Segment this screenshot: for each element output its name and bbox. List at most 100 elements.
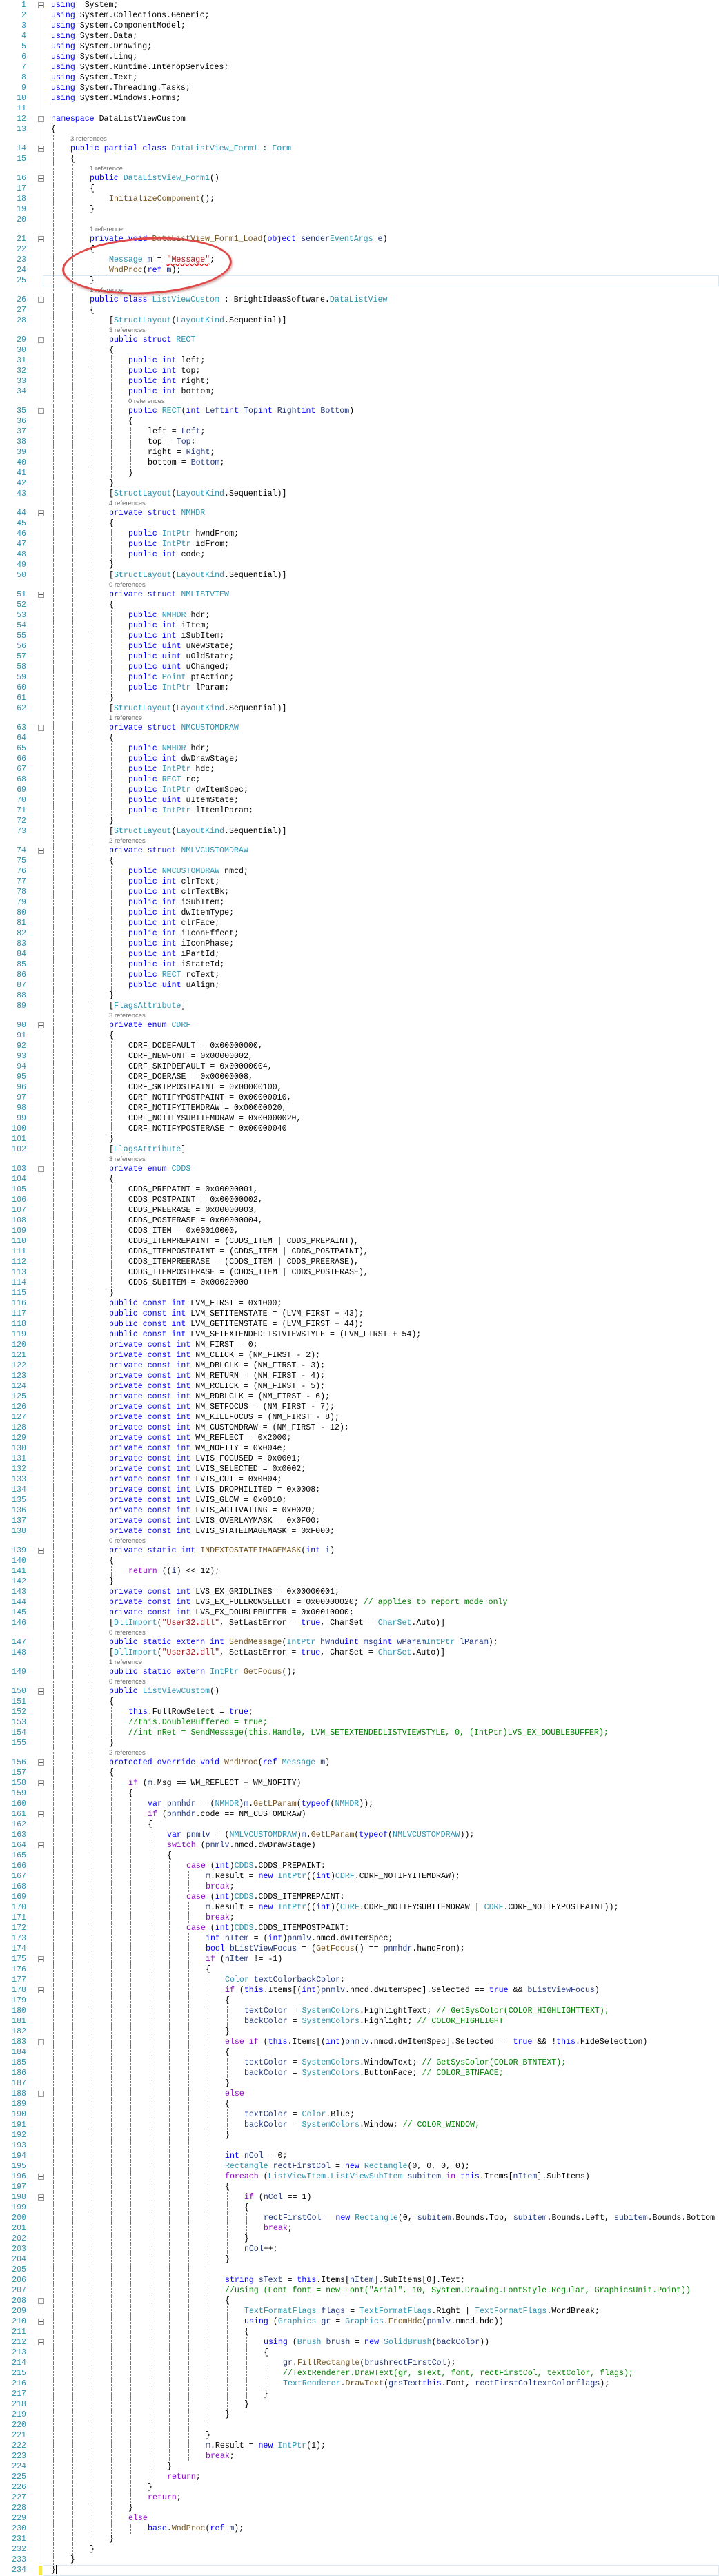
code-line[interactable]: 192} (0, 2130, 719, 2140)
codelens-reference-count[interactable]: 4 references (0, 499, 719, 508)
code-line[interactable]: 104{ (0, 1174, 719, 1184)
code-line[interactable]: 157{ (0, 1768, 719, 1778)
code-line[interactable]: 20 (0, 215, 719, 225)
codelens-reference-count[interactable]: 3 references (0, 326, 719, 335)
collapse-icon[interactable] (38, 848, 44, 854)
code-line[interactable]: 75{ (0, 856, 719, 866)
reference-count-label[interactable]: 2 references (109, 837, 146, 845)
reference-count-label[interactable]: 0 references (109, 1629, 146, 1637)
code-line[interactable]: 88} (0, 991, 719, 1001)
code-line[interactable]: 91{ (0, 1031, 719, 1041)
code-line[interactable]: 207//using (Font font = new Font("Arial"… (0, 2285, 719, 2296)
code-line[interactable]: 43[StructLayout(LayoutKind.Sequential)] (0, 489, 719, 499)
reference-count-label[interactable]: 3 references (109, 1012, 146, 1019)
code-line[interactable]: 28[StructLayout(LayoutKind.Sequential)] (0, 315, 719, 326)
collapse-icon[interactable] (38, 1759, 44, 1766)
reference-count-label[interactable]: 3 references (109, 326, 146, 334)
code-line[interactable]: 204} (0, 2254, 719, 2265)
code-line[interactable]: 72} (0, 816, 719, 826)
code-line[interactable]: 189{ (0, 2099, 719, 2109)
code-line[interactable]: 11 (0, 104, 719, 114)
codelens-reference-count[interactable]: 0 references (0, 1677, 719, 1686)
code-line[interactable]: 22{ (0, 244, 719, 255)
code-line[interactable]: 159{ (0, 1788, 719, 1799)
reference-count-label[interactable]: 0 references (128, 398, 165, 405)
code-line[interactable]: 162{ (0, 1819, 719, 1830)
reference-count-label[interactable]: 4 references (109, 500, 146, 507)
collapse-icon[interactable] (38, 236, 44, 242)
code-line[interactable]: 228} (0, 2503, 719, 2513)
collapse-icon[interactable] (38, 2, 44, 8)
codelens-reference-count[interactable]: 2 references (0, 1748, 719, 1757)
code-line[interactable]: 27{ (0, 305, 719, 315)
code-line[interactable]: 219} (0, 2410, 719, 2420)
codelens-reference-count[interactable]: 0 references (0, 1536, 719, 1545)
collapse-icon[interactable] (38, 2174, 44, 2180)
code-line[interactable]: 176{ (0, 1964, 719, 1975)
code-line[interactable]: 193 (0, 2140, 719, 2151)
reference-count-label[interactable]: 0 references (109, 581, 146, 589)
code-line[interactable]: 17{ (0, 184, 719, 194)
code-line[interactable]: 13{ (0, 124, 719, 135)
codelens-reference-count[interactable]: 0 references (0, 397, 719, 406)
codelens-reference-count[interactable]: 2 references (0, 837, 719, 846)
collapse-icon[interactable] (38, 1688, 44, 1695)
reference-count-label[interactable]: 0 references (109, 1537, 146, 1545)
code-line[interactable]: 233} (0, 2555, 719, 2565)
collapse-icon[interactable] (38, 1166, 44, 1172)
collapse-icon[interactable] (38, 1548, 44, 1554)
codelens-reference-count[interactable]: 3 references (0, 1155, 719, 1164)
code-line[interactable]: 218} (0, 2399, 719, 2410)
code-line[interactable]: 179{ (0, 1996, 719, 2006)
collapse-icon[interactable] (38, 1956, 44, 1962)
code-line[interactable]: 41} (0, 468, 719, 478)
code-line[interactable]: 202} (0, 2234, 719, 2244)
code-line[interactable]: 42} (0, 478, 719, 489)
code-line[interactable]: 221} (0, 2430, 719, 2441)
